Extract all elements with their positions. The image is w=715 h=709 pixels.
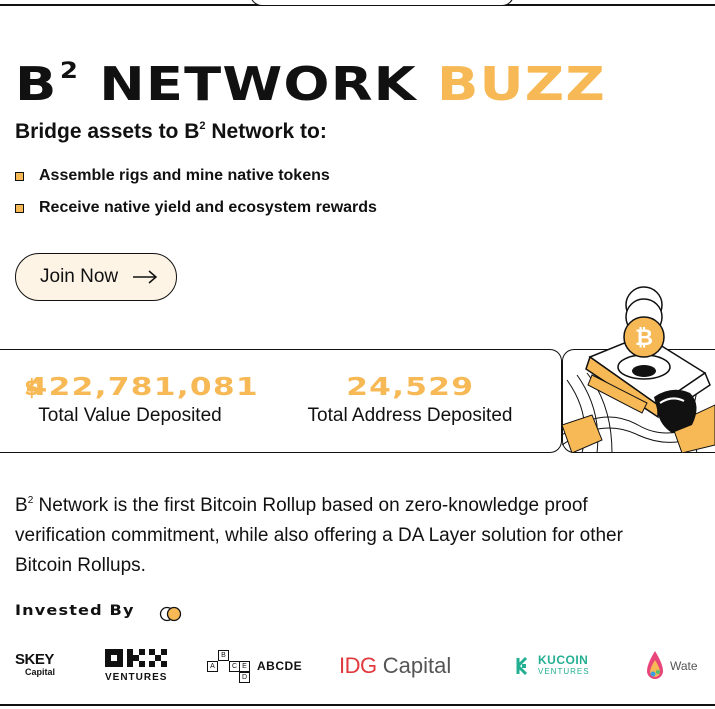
- investor-logo-skey[interactable]: SKEY Capital: [15, 640, 55, 692]
- hero-brand: B: [15, 57, 58, 111]
- stat-total-value-number: 422,781,081: [26, 372, 260, 401]
- svg-text:₿: ₿: [635, 326, 653, 351]
- bullet-text: Assemble rigs and mine native tokens: [39, 167, 330, 184]
- skey-capital-text: Capital: [25, 667, 56, 677]
- network-description: B2 Network is the first Bitcoin Rollup b…: [15, 486, 665, 581]
- invested-by-title: Invested By: [15, 603, 135, 619]
- bullet-item: Receive native yield and ecosystem rewar…: [15, 192, 377, 224]
- abcde-grid-icon: B A C E D: [207, 650, 250, 683]
- stats-panel: $422,781,081 Total Value Deposited 24,52…: [0, 349, 562, 453]
- investor-logo-idg[interactable]: IDG Capital: [339, 640, 451, 692]
- waterdrip-logo-icon: [647, 651, 663, 679]
- stat-total-address-label: Total Address Deposited: [307, 405, 513, 426]
- bullet-text: Receive native yield and ecosystem rewar…: [39, 199, 377, 216]
- kucoin-logo-icon: [516, 656, 528, 676]
- currency-symbol: $: [24, 376, 40, 401]
- arrow-right-icon: [133, 270, 158, 284]
- bridge-subtitle-post: Network to:: [205, 120, 327, 143]
- abcde-grid-b: B: [218, 650, 229, 661]
- idg-text: IDG: [339, 653, 377, 678]
- investor-logo-kucoin[interactable]: KUCOIN VENTURES: [511, 640, 590, 692]
- bullet-square-icon: [15, 171, 24, 181]
- bullet-item: Assemble rigs and mine native tokens: [15, 160, 377, 192]
- bridge-subtitle-pre: Bridge assets to B: [15, 120, 200, 143]
- join-now-button[interactable]: Join Now: [15, 253, 177, 301]
- description-sup: 2: [27, 495, 34, 506]
- description-text: Network is the first Bitcoin Rollup base…: [15, 495, 623, 576]
- bridge-subtitle: Bridge assets to B2 Network to:: [15, 120, 327, 144]
- okx-logo-icon: [105, 649, 167, 667]
- kucoin-text: KUCOIN: [538, 653, 589, 667]
- abcde-grid-e: E: [239, 661, 250, 672]
- bitcoin-coin-icon: ₿: [562, 286, 715, 453]
- stat-total-address-number: 24,529: [345, 372, 475, 401]
- bridge-subtitle-sup: 2: [199, 120, 206, 132]
- join-now-label: Join Now: [40, 266, 119, 287]
- investor-logo-waterdrip[interactable]: Wate: [644, 640, 698, 692]
- stat-total-value: $422,781,081 Total Value Deposited: [20, 372, 258, 427]
- waterdrip-text: Wate: [670, 659, 698, 673]
- idg-capital-text: Capital: [376, 653, 452, 678]
- investor-logo-abcde[interactable]: B A C E D ABCDE: [207, 640, 302, 692]
- hero-brand-network: NETWORK: [99, 57, 417, 111]
- bridge-bullet-list: Assemble rigs and mine native tokens Rec…: [15, 160, 377, 224]
- bottom-divider: [0, 704, 715, 706]
- kucoin-ventures-text: VENTURES: [538, 667, 590, 676]
- hero-accent: BUZZ: [436, 57, 606, 111]
- bullet-square-icon: [15, 203, 24, 213]
- top-tab-shape: [250, 0, 514, 6]
- abcde-grid-a: A: [207, 661, 218, 672]
- coins-icon: [159, 606, 182, 622]
- stat-total-value-label: Total Value Deposited: [38, 405, 222, 426]
- hero-brand-sup: 2: [59, 59, 80, 84]
- description-pre: B: [15, 495, 28, 516]
- investor-logo-okx[interactable]: VENTURES: [105, 640, 167, 692]
- investor-logos: SKEY Capital VENTURES B A C E D ABCDE: [0, 640, 715, 692]
- skey-text: SKEY: [15, 651, 54, 668]
- stat-total-address: 24,529 Total Address Deposited: [300, 372, 520, 427]
- okx-ventures-text: VENTURES: [105, 672, 168, 683]
- abcde-grid-d: D: [239, 672, 250, 683]
- top-strip: [0, 0, 715, 6]
- abcde-text: ABCDE: [257, 659, 303, 673]
